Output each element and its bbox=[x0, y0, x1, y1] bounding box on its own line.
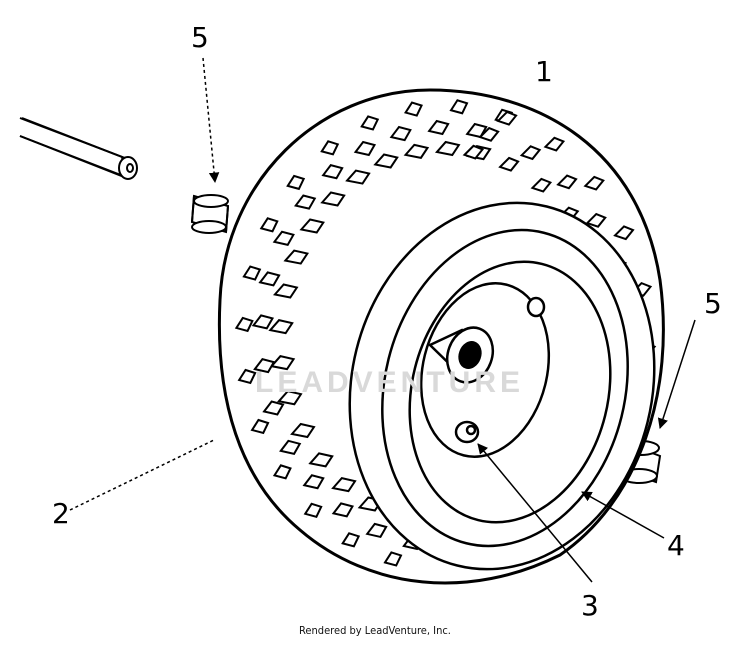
callout-4: 4 bbox=[667, 529, 685, 562]
watermark-text: LEADVENTURE bbox=[255, 366, 525, 399]
tread-block bbox=[403, 101, 423, 117]
axle bbox=[19, 117, 138, 180]
tread-block bbox=[320, 140, 340, 156]
tread-block bbox=[250, 418, 270, 435]
tread-block bbox=[498, 156, 520, 172]
tread-block bbox=[585, 212, 607, 228]
tread-block bbox=[434, 140, 461, 157]
tread-block bbox=[331, 502, 354, 518]
tread-block bbox=[242, 265, 262, 281]
tread-block bbox=[258, 271, 281, 287]
wheel-hub bbox=[427, 296, 546, 444]
tread-block bbox=[427, 119, 450, 136]
tread-block bbox=[277, 390, 303, 406]
tread-block bbox=[283, 249, 309, 265]
tread-block bbox=[237, 368, 257, 385]
tread-block bbox=[331, 477, 357, 493]
tread-block bbox=[403, 143, 430, 159]
tread-block bbox=[613, 225, 635, 241]
tread-block bbox=[321, 164, 344, 180]
callout-1: 1 bbox=[535, 55, 553, 88]
tread-block bbox=[583, 175, 605, 191]
tread-block bbox=[345, 169, 371, 185]
tread-block bbox=[530, 177, 553, 193]
callout-3: 3 bbox=[581, 589, 599, 622]
tread-block bbox=[320, 191, 346, 207]
tread-block bbox=[308, 452, 334, 468]
tread-block bbox=[251, 314, 275, 330]
tread-block bbox=[478, 126, 500, 142]
tread-block bbox=[465, 122, 488, 139]
tread-block bbox=[353, 140, 377, 157]
tread-block bbox=[272, 283, 299, 299]
tread-block bbox=[449, 99, 469, 115]
tread-block bbox=[262, 400, 285, 416]
tread-block bbox=[360, 115, 380, 131]
tread-block bbox=[272, 464, 292, 480]
leader-lines bbox=[69, 57, 696, 583]
tread-block bbox=[303, 502, 323, 518]
tread-block bbox=[293, 194, 317, 210]
tread-block bbox=[389, 125, 412, 142]
tread-block bbox=[519, 145, 542, 161]
tread-block bbox=[234, 316, 254, 333]
callout-5-top: 5 bbox=[191, 21, 209, 54]
bushing-left bbox=[190, 194, 230, 234]
tread-block bbox=[272, 230, 295, 246]
tread-block bbox=[290, 422, 316, 439]
tread-block bbox=[462, 144, 485, 160]
callout-2: 2 bbox=[52, 497, 70, 530]
tread-block bbox=[341, 532, 361, 548]
wheel-rim bbox=[348, 201, 656, 571]
tread-block bbox=[302, 474, 325, 490]
tread-block bbox=[373, 153, 399, 169]
tread-block bbox=[269, 355, 296, 371]
tread-block bbox=[268, 319, 294, 335]
tread-block bbox=[383, 551, 403, 567]
tread-block bbox=[299, 218, 325, 234]
tread-block bbox=[556, 174, 578, 190]
footer-credit: Rendered by LeadVenture, Inc. bbox=[299, 624, 451, 637]
tread-block bbox=[253, 357, 276, 374]
tread-block bbox=[279, 439, 302, 455]
tread-block bbox=[543, 136, 566, 152]
tread-block bbox=[496, 110, 518, 126]
tread-block bbox=[286, 174, 306, 191]
callout-5-right: 5 bbox=[704, 287, 722, 320]
tread-block bbox=[259, 217, 279, 233]
tread-block bbox=[365, 522, 388, 539]
